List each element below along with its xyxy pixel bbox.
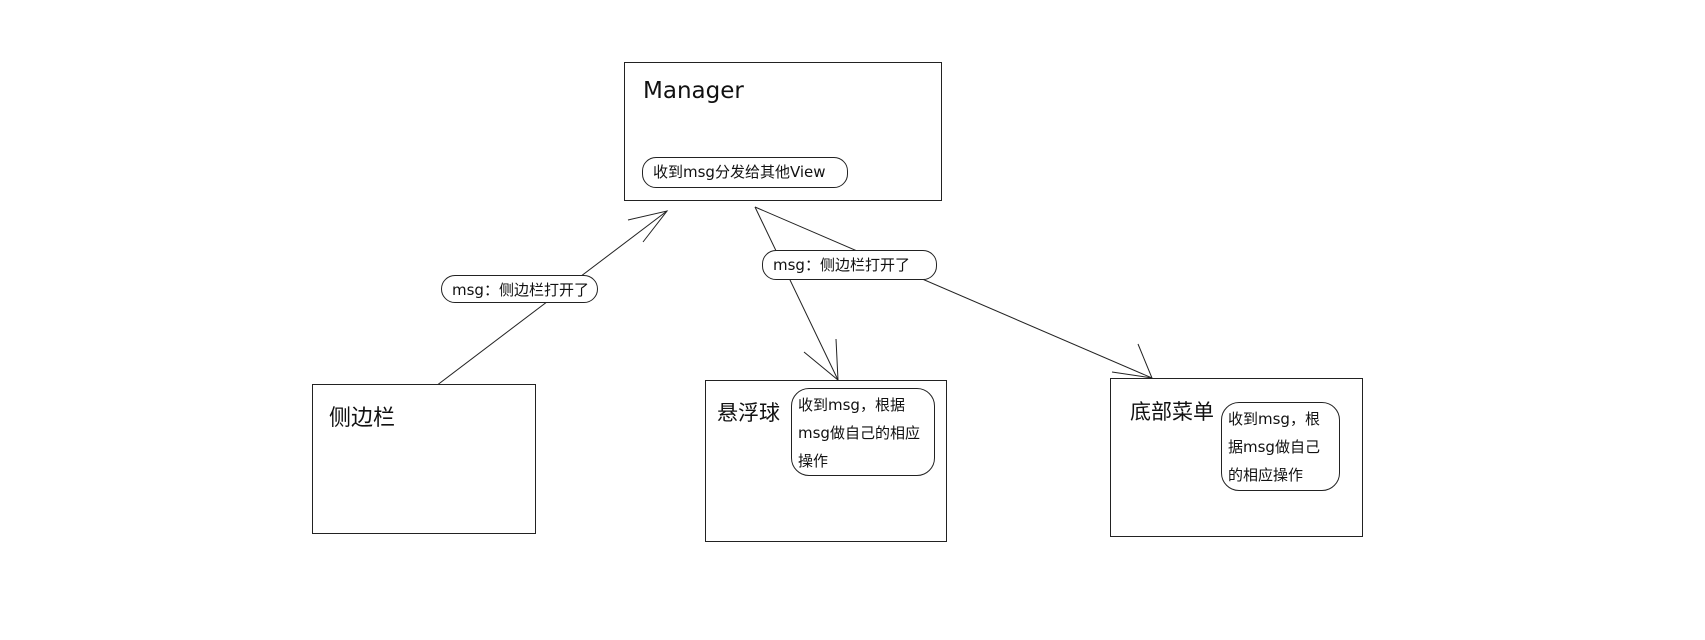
- floating-ball-box: 悬浮球 收到msg，根据msg做自己的相应操作: [705, 380, 947, 542]
- edge-label-sidebar-to-manager: msg：侧边栏打开了: [441, 275, 598, 303]
- manager-box: Manager 收到msg分发给其他View: [624, 62, 942, 201]
- bottom-menu-note: 收到msg，根据msg做自己的相应操作: [1221, 402, 1340, 491]
- edge-label-manager-to-views: msg：侧边栏打开了: [762, 250, 937, 280]
- manager-title: Manager: [643, 78, 744, 104]
- sidebar-title: 侧边栏: [329, 406, 396, 431]
- manager-note: 收到msg分发给其他View: [642, 157, 848, 188]
- bottom-menu-title: 底部菜单: [1130, 400, 1214, 424]
- edge-manager-to-floating-ball: [754, 206, 839, 381]
- arrowhead-sidebar-to-manager: [627, 210, 669, 243]
- floating-ball-title: 悬浮球: [717, 401, 780, 425]
- arrowhead-manager-to-floating-ball: [803, 338, 839, 382]
- edge-manager-to-bottom-menu: [754, 206, 1153, 379]
- sidebar-box: 侧边栏: [312, 384, 536, 534]
- bottom-menu-box: 底部菜单 收到msg，根据msg做自己的相应操作: [1110, 378, 1363, 537]
- floating-ball-note: 收到msg，根据msg做自己的相应操作: [791, 388, 935, 476]
- arrowhead-manager-to-bottom-menu: [1111, 343, 1153, 379]
